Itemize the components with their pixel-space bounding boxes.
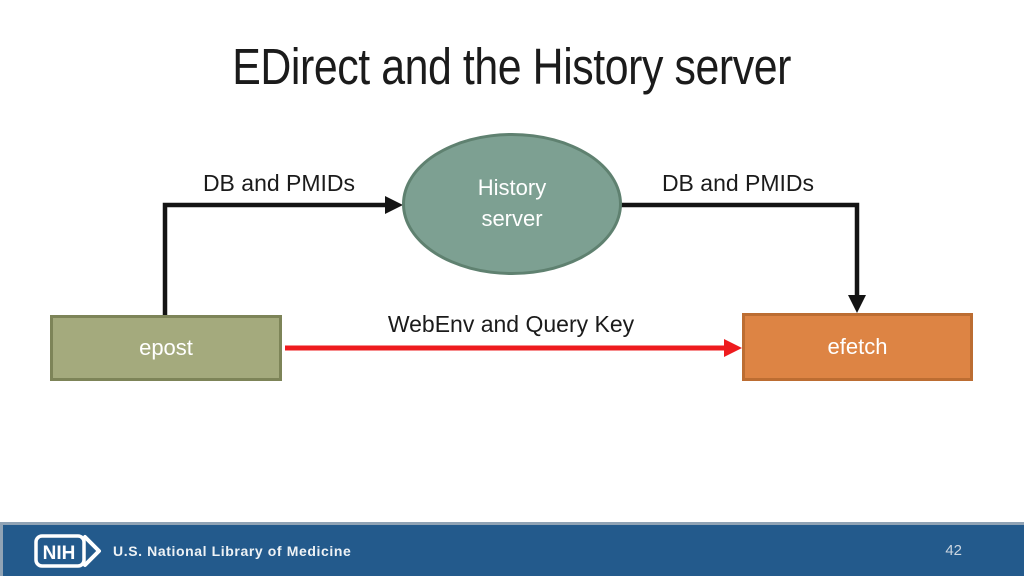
nih-logo-text: NIH <box>43 543 76 564</box>
arrowhead-history-to-efetch <box>848 295 866 313</box>
node-history-server-label: History server <box>477 175 547 231</box>
node-epost: epost <box>50 315 282 381</box>
label-db-and-pmids-right: DB and PMIDs <box>661 170 815 196</box>
slide-title: EDirect and the History server <box>232 38 792 95</box>
node-epost-label: epost <box>139 335 193 360</box>
nih-logo-icon: NIH <box>34 533 101 568</box>
node-efetch-label: efetch <box>827 334 888 359</box>
label-webenv-query-key: WebEnv and Query Key <box>387 311 635 337</box>
label-db-and-pmids-left: DB and PMIDs <box>202 170 356 196</box>
page-number: 42 <box>945 542 962 559</box>
arrowhead-epost-to-efetch <box>724 339 742 357</box>
slide-title-container: EDirect and the History server <box>0 40 1024 94</box>
arrowhead-epost-to-history <box>385 196 403 214</box>
node-history-server: History server <box>402 133 622 275</box>
footer-bar: NIH U.S. National Library of Medicine 42 <box>0 522 1024 576</box>
footer-organization: U.S. National Library of Medicine <box>113 542 352 559</box>
arrow-epost-to-history <box>162 202 388 317</box>
arrow-history-to-efetch <box>621 202 860 298</box>
node-efetch: efetch <box>742 313 973 381</box>
